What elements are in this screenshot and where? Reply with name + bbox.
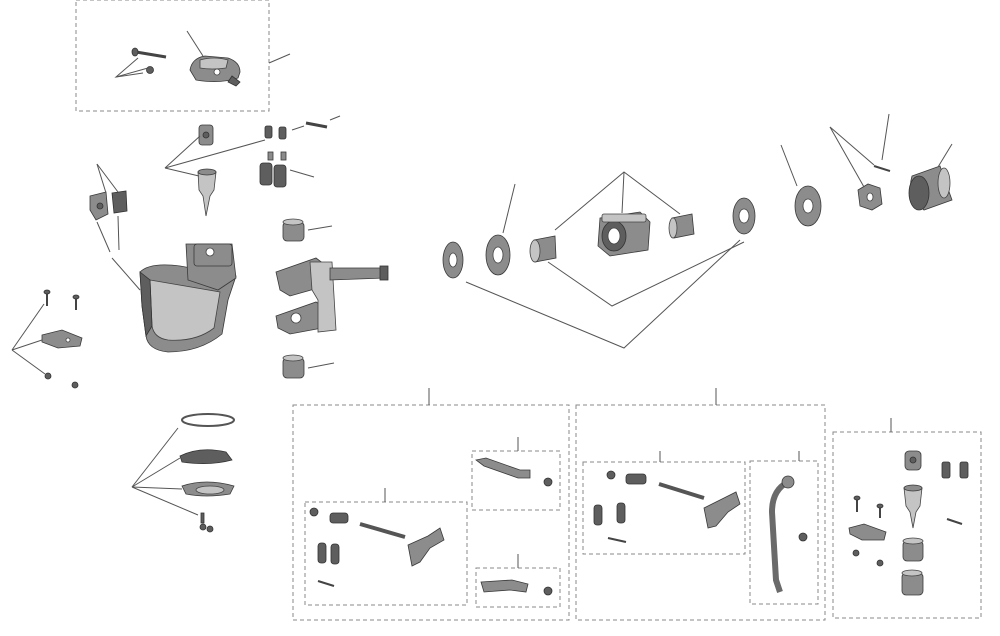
leader-line <box>881 113 890 161</box>
leader-line <box>131 457 181 488</box>
bracket-and-pad <box>89 163 128 253</box>
leader-line <box>131 427 179 488</box>
leader-line <box>96 221 111 253</box>
linkage-group-2-box <box>575 404 826 621</box>
leader-line <box>114 57 144 78</box>
leader-line <box>96 163 119 193</box>
leader-line <box>502 183 516 234</box>
leader-line <box>547 241 745 307</box>
leader-line <box>11 303 45 351</box>
yoke-spindle <box>275 218 389 379</box>
castle-nut <box>857 183 883 211</box>
leader-line <box>115 67 149 78</box>
cover-group-box <box>75 0 270 112</box>
leader-line <box>621 171 625 214</box>
cotter-pin <box>873 165 891 172</box>
leader-line <box>131 486 199 516</box>
leader-line <box>829 126 865 188</box>
leader-line <box>829 126 875 166</box>
washer-1 <box>442 241 464 279</box>
linkage-group-1 <box>292 388 570 621</box>
leader-line <box>164 139 266 169</box>
leader-line <box>937 143 953 168</box>
washer-3 <box>732 197 756 235</box>
sleeve-2 <box>668 213 695 239</box>
latch-plate-set <box>11 289 83 389</box>
sub-box <box>304 501 468 606</box>
leader-line <box>164 167 200 177</box>
sub-box <box>582 461 746 555</box>
axle-parts-chain <box>442 113 953 349</box>
dust-cap <box>908 165 953 211</box>
leader-line <box>131 486 183 490</box>
leader-line <box>465 239 741 349</box>
ring-clamp-set <box>131 413 235 533</box>
leader-line <box>186 30 204 57</box>
leader-line <box>164 135 201 169</box>
sleeve-1 <box>529 235 557 263</box>
pivot-kit-group <box>832 418 982 619</box>
nut <box>146 66 154 74</box>
leader-line <box>111 257 141 291</box>
linkage-group-2 <box>575 388 826 621</box>
leader-line <box>11 339 43 351</box>
leader-line <box>289 169 315 178</box>
leader-line <box>291 125 305 131</box>
leader-line <box>307 362 335 369</box>
pin-and-bushing-set <box>164 115 341 217</box>
cover-plate <box>189 55 241 87</box>
leader-line <box>96 163 107 194</box>
bolt <box>131 47 167 59</box>
leader-line <box>268 53 291 64</box>
leader-line <box>307 225 333 231</box>
leader-line <box>780 144 798 187</box>
linkage-group-1-box <box>292 404 570 621</box>
flange-housing <box>597 211 651 257</box>
washer-4 <box>794 185 822 227</box>
sub-box <box>749 460 819 605</box>
washer-2 <box>485 234 511 276</box>
spring-pin <box>305 121 328 129</box>
pivot-kit-group-box <box>832 431 982 619</box>
leader-line <box>11 349 46 375</box>
sub-box <box>471 450 561 511</box>
cover-assembly-group <box>75 0 291 112</box>
leader-line <box>329 115 341 121</box>
leader-line <box>117 215 120 251</box>
main-saddle-housing <box>111 243 237 353</box>
